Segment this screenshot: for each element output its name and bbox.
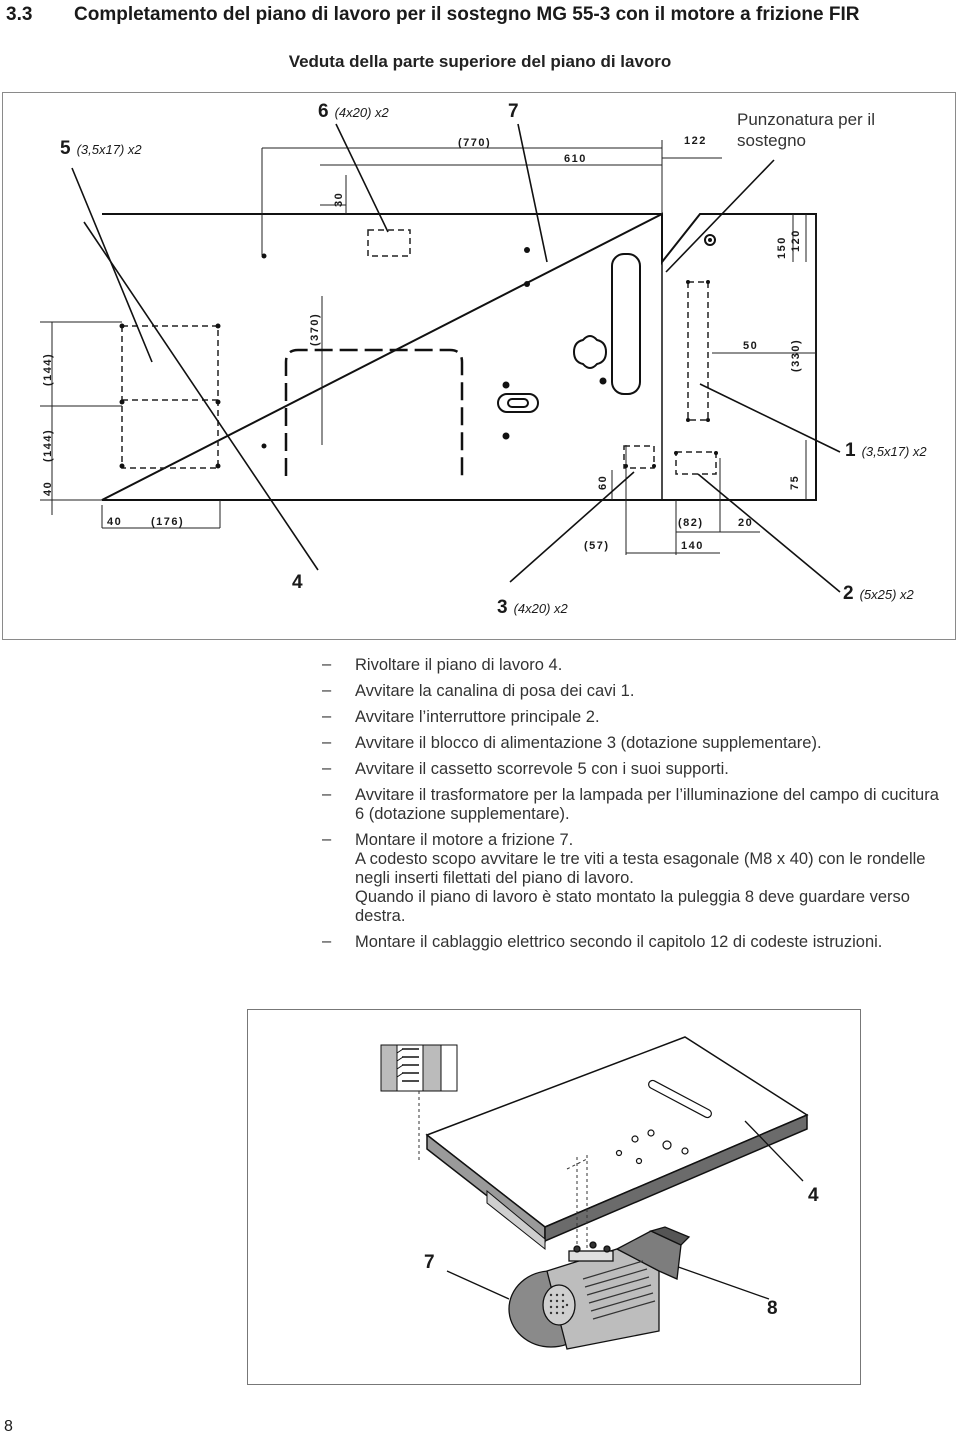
table-top-drawing: (770) 610 122 50 40 (176) (82) 20 (57) 1… bbox=[40, 123, 841, 593]
table-top-outline bbox=[101, 212, 817, 501]
leader-4 bbox=[83, 221, 319, 571]
dim-610: 610 bbox=[564, 153, 587, 165]
leader-7 bbox=[517, 123, 548, 263]
callout-4: 4 bbox=[292, 572, 303, 593]
motor-assembly-drawing bbox=[380, 1036, 809, 1350]
callout-bottom-8: 8 bbox=[767, 1298, 778, 1319]
figure-subtitle: Veduta della parte superiore del piano d… bbox=[288, 52, 672, 71]
dim-75: 75 bbox=[789, 475, 801, 490]
callout-bottom-4: 4 bbox=[808, 1185, 819, 1206]
instruction-item: –Rivoltare il piano di lavoro 4. bbox=[322, 655, 563, 674]
cutout-outline bbox=[284, 348, 464, 476]
dim-370: (370) bbox=[309, 313, 321, 346]
dim-176: (176) bbox=[151, 516, 184, 528]
dim-144a: (144) bbox=[42, 353, 54, 386]
drawer-outline bbox=[121, 325, 219, 469]
dim-144b: (144) bbox=[42, 429, 54, 462]
dim-50: 50 bbox=[743, 340, 758, 352]
dim-770: (770) bbox=[458, 137, 491, 149]
instruction-list: –Rivoltare il piano di lavoro 4. –Avvita… bbox=[322, 655, 952, 959]
dim-57: (57) bbox=[584, 540, 610, 552]
instruction-item: –Avvitare la canalina di posa dei cavi 1… bbox=[322, 681, 635, 700]
instruction-item: –Avvitare l’interruttore principale 2. bbox=[322, 707, 600, 726]
page-number: 8 bbox=[4, 1418, 13, 1435]
leader-3 bbox=[509, 471, 635, 583]
section-title: Completamento del piano di lavoro per il… bbox=[74, 4, 860, 25]
callout-7: 7 bbox=[508, 101, 519, 122]
cable-channel-outline bbox=[687, 281, 709, 421]
callout-bottom-7: 7 bbox=[424, 1252, 435, 1273]
slot bbox=[611, 253, 641, 395]
instruction-item: –Avvitare il cassetto scorrevole 5 con i… bbox=[322, 759, 729, 778]
power-block-outline bbox=[623, 445, 655, 469]
thread-detail bbox=[380, 1044, 458, 1092]
dim-40v: 40 bbox=[42, 481, 54, 496]
dim-40h: 40 bbox=[107, 516, 122, 528]
figure-frame-bottom bbox=[247, 1009, 861, 1385]
leader-2 bbox=[697, 473, 841, 593]
instruction-item: –Avvitare il trasformatore per la lampad… bbox=[322, 785, 939, 823]
dim-330: (330) bbox=[790, 339, 802, 372]
dim-120: 120 bbox=[790, 229, 802, 252]
section-number: 3.3 bbox=[6, 4, 33, 25]
switch-outline bbox=[675, 451, 717, 475]
callout-3: 3(4x20) x2 bbox=[497, 597, 568, 618]
friction-motor bbox=[508, 1226, 691, 1350]
dim-140: 140 bbox=[681, 540, 704, 552]
figure-frame-top bbox=[2, 92, 956, 640]
dim-150: 150 bbox=[776, 236, 788, 259]
dim-60: 60 bbox=[597, 475, 609, 490]
dim-20: 20 bbox=[738, 517, 753, 529]
callout-6: 6(4x20) x2 bbox=[318, 101, 389, 122]
leader-1 bbox=[699, 383, 841, 453]
callout-2: 2(5x25) x2 bbox=[843, 583, 914, 604]
instruction-item: –Avvitare il blocco di alimentazione 3 (… bbox=[322, 733, 822, 752]
transformer-outline bbox=[367, 229, 411, 257]
dim-30: 30 bbox=[333, 192, 345, 207]
instruction-item: –Montare il motore a frizione 7.A codest… bbox=[322, 830, 926, 925]
dim-82: (82) bbox=[678, 517, 704, 529]
callout-1: 1(3,5x17) x2 bbox=[845, 440, 927, 461]
callout-5: 5(3,5x17) x2 bbox=[60, 138, 142, 159]
dim-122: 122 bbox=[684, 135, 707, 147]
callout-punzonatura: Punzonatura per il sostegno bbox=[737, 110, 875, 150]
instruction-item: –Montare il cablaggio elettrico secondo … bbox=[322, 932, 883, 951]
leader-punz bbox=[665, 159, 775, 273]
leader-6 bbox=[335, 123, 389, 233]
